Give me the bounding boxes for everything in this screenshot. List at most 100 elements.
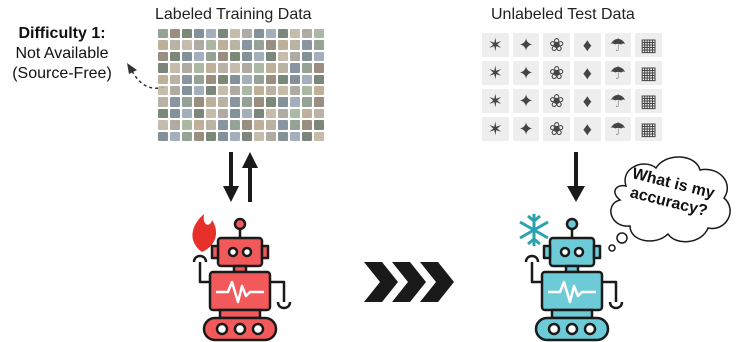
training-thumbnail [206, 63, 216, 73]
training-thumbnail [182, 63, 192, 73]
training-thumbnail [170, 131, 180, 141]
bidirectional-arrows [223, 152, 258, 202]
training-thumbnail [194, 108, 204, 119]
training-thumbnail [254, 131, 264, 141]
training-thumbnail [170, 97, 180, 107]
training-thumbnail [230, 131, 240, 141]
training-thumbnail [194, 74, 204, 84]
training-thumbnail [302, 51, 312, 62]
training-thumbnail [218, 131, 228, 141]
test-sketch-thumbnail: ❀ [543, 117, 570, 141]
training-thumbnail [278, 29, 288, 39]
training-thumbnail [266, 120, 276, 130]
training-thumbnail [218, 108, 228, 119]
thought-bubble [608, 156, 731, 252]
training-thumbnail [158, 40, 168, 50]
training-thumbnail [254, 63, 264, 73]
training-thumbnail [182, 74, 192, 84]
training-thumbnail [266, 29, 276, 39]
training-thumbnail [218, 120, 228, 130]
training-thumbnail [218, 85, 228, 96]
training-thumbnail [170, 63, 180, 73]
training-thumbnail [290, 74, 300, 84]
training-thumbnail [218, 40, 228, 50]
training-thumbnail [170, 108, 180, 119]
training-thumbnail [314, 120, 324, 130]
training-thumbnail [230, 51, 240, 62]
training-thumbnail [158, 85, 168, 96]
training-thumbnail [290, 120, 300, 130]
training-thumbnail [242, 131, 252, 141]
training-thumbnail [170, 51, 180, 62]
training-thumbnail [194, 85, 204, 96]
training-thumbnail [254, 97, 264, 107]
training-thumbnail [254, 29, 264, 39]
training-thumbnail [314, 29, 324, 39]
training-thumbnail [266, 63, 276, 73]
training-thumbnail [314, 63, 324, 73]
test-sketch-thumbnail: ❀ [543, 61, 570, 85]
training-thumbnail [230, 29, 240, 39]
training-thumbnail [242, 63, 252, 73]
test-sketch-thumbnail: ▦ [635, 89, 662, 113]
training-thumbnail [206, 74, 216, 84]
training-thumbnail [182, 29, 192, 39]
training-thumbnail [314, 74, 324, 84]
difficulty-line-2: (Source-Free) [12, 65, 112, 82]
training-thumbnail [290, 97, 300, 107]
training-thumbnail [194, 51, 204, 62]
training-thumbnail [290, 108, 300, 119]
test-sketch-thumbnail: ▦ [635, 33, 662, 57]
training-thumbnail [206, 120, 216, 130]
training-thumbnail [182, 131, 192, 141]
training-thumbnail [242, 97, 252, 107]
test-sketch-thumbnail: ☂ [604, 33, 632, 57]
training-thumbnail [314, 85, 324, 96]
test-sketch-thumbnail: ☂ [604, 117, 632, 141]
training-thumbnail [170, 120, 180, 130]
test-sketch-thumbnail: ✶ [482, 89, 509, 113]
training-thumbnail [158, 97, 168, 107]
training-thumbnail [266, 74, 276, 84]
target-robot [519, 214, 624, 342]
training-thumbnail [254, 51, 264, 62]
training-thumbnail [158, 29, 168, 39]
training-thumbnail [242, 74, 252, 84]
training-thumbnail [194, 97, 204, 107]
test-sketch-thumbnail: ♦ [573, 117, 601, 141]
test-sketch-thumbnail: ♦ [573, 61, 601, 85]
training-thumbnail [206, 131, 216, 141]
training-thumbnail [302, 85, 312, 96]
training-thumbnail [314, 51, 324, 62]
training-thumbnail [278, 85, 288, 96]
test-sketch-thumbnail: ☂ [604, 89, 632, 113]
training-thumbnail [266, 51, 276, 62]
training-thumbnail [302, 131, 312, 141]
training-thumbnail [278, 40, 288, 50]
training-thumbnail [158, 63, 168, 73]
test-sketch-thumbnail: ♦ [573, 33, 601, 57]
training-thumbnail [158, 74, 168, 84]
training-thumbnail [230, 97, 240, 107]
training-thumbnail [206, 108, 216, 119]
training-thumbnail [278, 74, 288, 84]
training-thumbnail [218, 97, 228, 107]
training-thumbnail [170, 85, 180, 96]
training-thumbnail [242, 85, 252, 96]
training-thumbnail [314, 97, 324, 107]
test-sketch-thumbnail: ✦ [512, 117, 540, 141]
training-thumbnail [194, 29, 204, 39]
training-thumbnail [230, 120, 240, 130]
training-thumbnail [266, 131, 276, 141]
test-sketch-thumbnail: ✶ [482, 61, 509, 85]
training-thumbnail [314, 131, 324, 141]
test-sketch-thumbnail: ✦ [512, 33, 540, 57]
training-thumbnail [278, 97, 288, 107]
training-thumbnail [254, 40, 264, 50]
training-thumbnail [206, 29, 216, 39]
training-thumbnail [242, 120, 252, 130]
difficulty-line-1: Not Available [15, 45, 109, 62]
source-robot [192, 214, 292, 342]
training-thumbnail [170, 29, 180, 39]
training-thumbnail [170, 40, 180, 50]
